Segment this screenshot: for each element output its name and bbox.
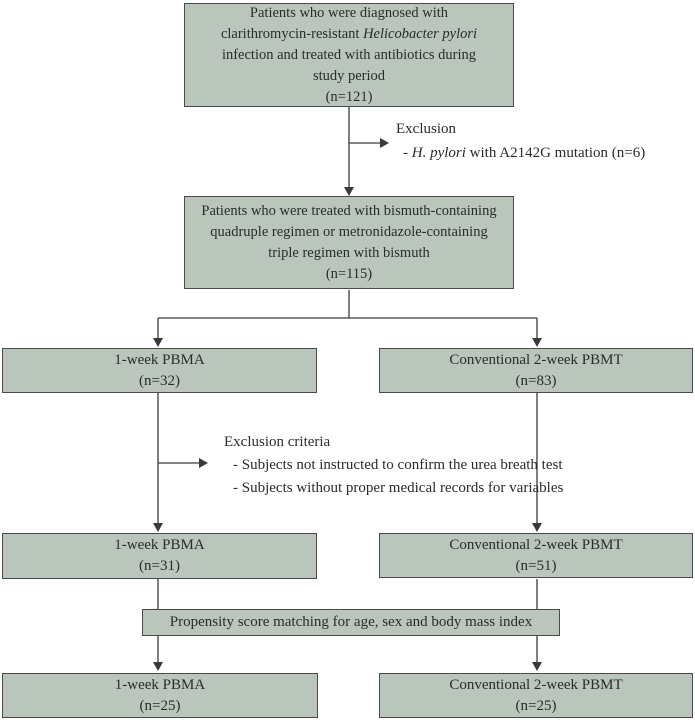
- box-text-line: Propensity score matching for age, sex a…: [169, 614, 533, 630]
- exclusion-item: - H. pylori with A2142G mutation (n=6): [403, 143, 645, 164]
- box-count: (n=31): [139, 558, 180, 574]
- arrowhead-row5-right: [532, 662, 542, 671]
- box-text-line: Patients who were diagnosed with: [249, 4, 449, 21]
- arrowhead-row4-left: [153, 523, 163, 532]
- arrowhead-exclusion2: [199, 458, 208, 468]
- box-count: (n=51): [515, 557, 557, 574]
- box-title: Conventional 2-week PBMT: [449, 676, 623, 693]
- flow-box-diagnosed-patients: Patients who were diagnosed with clarith…: [184, 3, 514, 107]
- box-title: 1-week PBMA: [114, 537, 205, 553]
- box-text-line: quadruple regimen or metronidazole-conta…: [210, 223, 488, 240]
- box-text-line: infection and treated with antibiotics d…: [221, 46, 477, 63]
- text-segment-italic: H. pylori: [411, 145, 466, 161]
- text-segment: clarithromycin-resistant: [220, 25, 364, 42]
- box-count: (n=115): [325, 265, 373, 282]
- exclusion-item: - Subjects not instructed to confirm the…: [233, 457, 563, 473]
- flow-box-pbma-25: 1-week PBMA (n=25): [2, 673, 318, 718]
- text-segment: with A2142G mutation (n=6): [465, 145, 646, 161]
- arrowhead-exclusion1: [380, 138, 389, 148]
- box-text-line: triple regimen with bismuth: [268, 244, 430, 261]
- exclusion-title: Exclusion: [396, 121, 456, 137]
- text-segment: -: [403, 145, 412, 161]
- box-title: 1-week PBMA: [114, 351, 205, 368]
- box-count: (n=121): [325, 88, 373, 105]
- exclusion-item: - Subjects without proper medical record…: [233, 480, 564, 496]
- exclusion-title: Exclusion criteria: [224, 434, 331, 450]
- flow-box-pbma-31: 1-week PBMA (n=31): [2, 533, 317, 579]
- flow-box-pbmt-51: Conventional 2-week PBMT (n=51): [379, 533, 693, 578]
- flow-box-pbmt-25: Conventional 2-week PBMT (n=25): [379, 673, 693, 718]
- box-title: Conventional 2-week PBMT: [449, 536, 623, 553]
- box-count: (n=32): [139, 372, 180, 389]
- box-count: (n=25): [139, 697, 181, 714]
- arrowhead-row3-right: [532, 338, 542, 347]
- arrowhead-row5-left: [153, 662, 163, 671]
- exclusion-note-1: Exclusion - H. pylori with A2142G mutati…: [396, 119, 645, 164]
- flow-box-propensity-matching: Propensity score matching for age, sex a…: [142, 609, 560, 636]
- box-text-line: study period: [312, 67, 386, 84]
- arrowhead-into-second-box: [344, 187, 354, 196]
- flow-box-treated-patients: Patients who were treated with bismuth-c…: [184, 196, 514, 289]
- box-text-line: Patients who were treated with bismuth-c…: [201, 202, 497, 219]
- box-title: 1-week PBMA: [114, 676, 206, 693]
- box-text-line: clarithromycin-resistant Helicobacter py…: [221, 24, 477, 45]
- box-title: Conventional 2-week PBMT: [449, 351, 623, 368]
- box-count: (n=83): [515, 372, 557, 389]
- arrowhead-row3-left: [153, 338, 163, 347]
- text-segment-italic: Helicobacter pylori: [363, 25, 478, 42]
- box-count: (n=25): [515, 697, 557, 714]
- arrowhead-row4-right: [532, 523, 542, 532]
- exclusion-note-2: Exclusion criteria - Subjects not instru…: [224, 431, 563, 500]
- flow-box-pbma-32: 1-week PBMA (n=32): [2, 348, 317, 393]
- flow-box-pbmt-83: Conventional 2-week PBMT (n=83): [379, 348, 693, 393]
